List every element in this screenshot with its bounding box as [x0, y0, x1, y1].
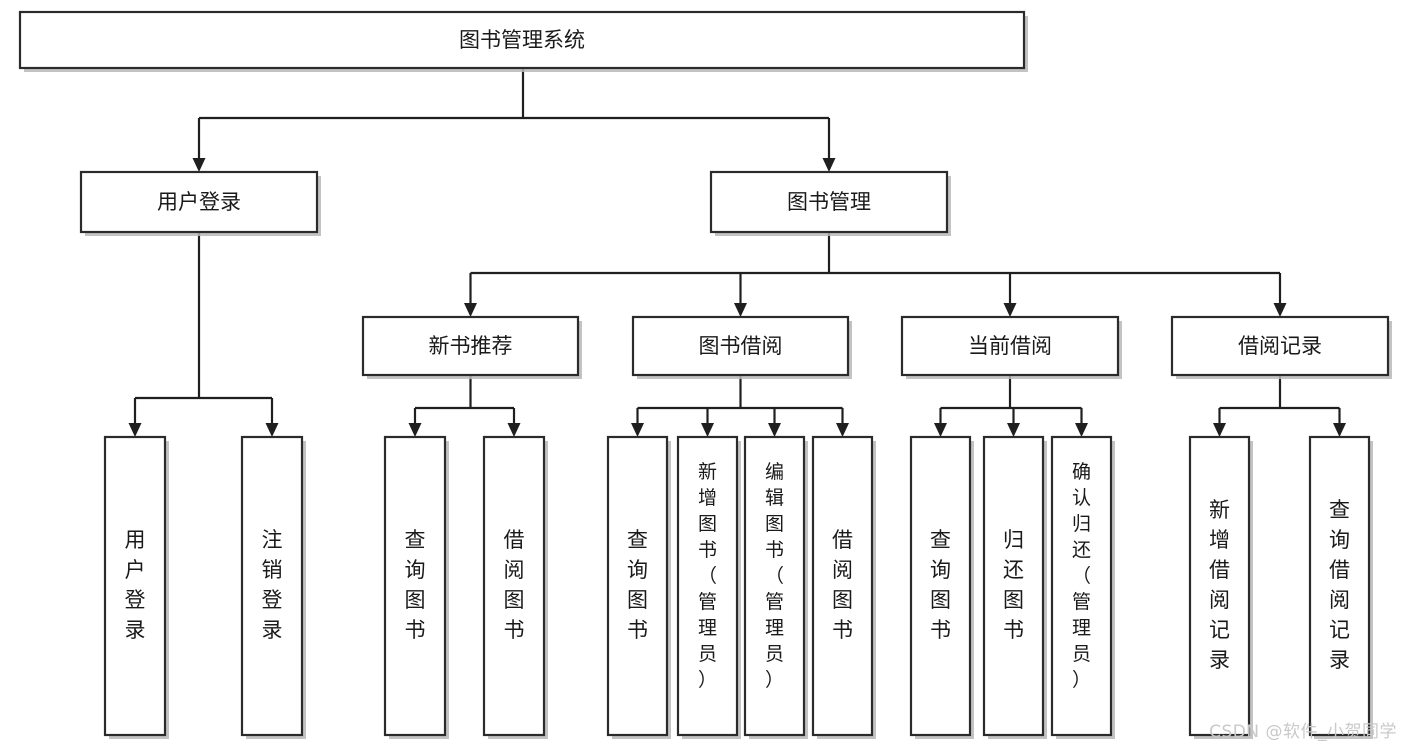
node-rect[interactable] — [1050, 435, 1113, 737]
arrow-head-icon — [1007, 423, 1020, 437]
node-leaf-5[interactable]: 新增图书（管理员） — [676, 435, 741, 739]
arrow-head-icon — [507, 423, 521, 437]
node-rect[interactable] — [982, 435, 1045, 737]
arrow-head-icon — [836, 423, 849, 437]
node-rect[interactable] — [240, 435, 304, 737]
node-level3-0[interactable]: 新书推荐 — [361, 315, 582, 379]
node-leaf-1[interactable]: 注销登录 — [240, 435, 306, 739]
node-leaf-8[interactable]: 查询图书 — [909, 435, 974, 739]
node-label: 归还图书 — [1003, 528, 1024, 642]
arrow-head-icon — [1003, 303, 1017, 317]
node-label: 新书推荐 — [429, 334, 513, 358]
node-rect[interactable] — [383, 435, 447, 737]
node-rect[interactable] — [1308, 435, 1371, 737]
node-label: 当前借阅 — [968, 334, 1052, 358]
node-label: 新增借阅记录 — [1209, 498, 1230, 672]
node-label: 借阅图书 — [504, 528, 525, 642]
node-rect[interactable] — [606, 435, 669, 737]
node-level3-1[interactable]: 图书借阅 — [631, 315, 852, 379]
node-leaf-0[interactable]: 用户登录 — [103, 435, 169, 739]
node-label: 确认归还（管理员） — [1072, 461, 1091, 691]
node-rect[interactable] — [709, 170, 949, 234]
node-label: 用户登录 — [125, 528, 146, 642]
node-rect[interactable] — [743, 435, 806, 737]
node-rect[interactable] — [1170, 315, 1390, 377]
node-rect[interactable] — [676, 435, 739, 737]
arrow-head-icon — [1075, 423, 1088, 437]
node-label: 用户登录 — [157, 190, 241, 214]
node-rect[interactable] — [900, 315, 1120, 377]
node-rect[interactable] — [909, 435, 972, 737]
node-label: 注销登录 — [262, 528, 283, 642]
arrow-head-icon — [701, 423, 714, 437]
node-label: 查询借阅记录 — [1329, 498, 1350, 672]
node-leaf-11[interactable]: 新增借阅记录 — [1188, 435, 1253, 739]
node-label: 借阅记录 — [1238, 334, 1322, 358]
arrow-head-icon — [408, 423, 422, 437]
node-label: 查询图书 — [930, 528, 951, 642]
csdn-watermark: CSDN @软件_小贺同学 — [1209, 722, 1397, 742]
node-label: 编辑图书（管理员） — [765, 461, 784, 691]
node-rect[interactable] — [103, 435, 167, 737]
arrow-head-icon — [464, 303, 477, 317]
arrow-head-icon — [265, 423, 279, 437]
arrow-head-icon — [934, 423, 947, 437]
node-level2-1[interactable]: 图书管理 — [709, 170, 951, 236]
node-rect[interactable] — [482, 435, 546, 737]
node-leaf-12[interactable]: 查询借阅记录 — [1308, 435, 1373, 739]
node-rect[interactable] — [18, 10, 1026, 70]
arrow-head-icon — [1273, 303, 1287, 317]
arrow-head-icon — [192, 158, 206, 172]
node-leaf-3[interactable]: 借阅图书 — [482, 435, 548, 739]
node-rect[interactable] — [79, 170, 319, 234]
arrow-head-icon — [631, 423, 644, 437]
node-layer: 图书管理系统用户登录图书管理新书推荐图书借阅当前借阅借阅记录用户登录注销登录查询… — [18, 10, 1392, 739]
node-rect[interactable] — [1188, 435, 1251, 737]
node-root-0[interactable]: 图书管理系统 — [18, 10, 1028, 72]
arrow-head-icon — [734, 303, 747, 317]
node-leaf-4[interactable]: 查询图书 — [606, 435, 671, 739]
node-label: 图书借阅 — [699, 334, 783, 358]
node-label: 查询图书 — [405, 528, 426, 642]
arrow-head-icon — [1213, 423, 1226, 437]
connector-layer — [128, 68, 1346, 437]
node-level3-3[interactable]: 借阅记录 — [1170, 315, 1392, 379]
arrow-head-icon — [128, 423, 142, 437]
node-label: 新增图书（管理员） — [698, 461, 717, 691]
node-level3-2[interactable]: 当前借阅 — [900, 315, 1122, 379]
node-leaf-7[interactable]: 借阅图书 — [811, 435, 876, 739]
node-level2-0[interactable]: 用户登录 — [79, 170, 321, 236]
node-label: 图书管理 — [787, 190, 871, 214]
node-leaf-9[interactable]: 归还图书 — [982, 435, 1047, 739]
arrow-head-icon — [1333, 423, 1346, 437]
node-leaf-2[interactable]: 查询图书 — [383, 435, 449, 739]
node-leaf-10[interactable]: 确认归还（管理员） — [1050, 435, 1115, 739]
arrow-head-icon — [768, 423, 781, 437]
node-label: 图书管理系统 — [459, 28, 585, 52]
arrow-head-icon — [822, 158, 836, 172]
node-rect[interactable] — [631, 315, 850, 377]
node-rect[interactable] — [811, 435, 874, 737]
node-label: 借阅图书 — [832, 528, 853, 642]
node-rect[interactable] — [361, 315, 580, 377]
node-leaf-6[interactable]: 编辑图书（管理员） — [743, 435, 808, 739]
node-label: 查询图书 — [627, 528, 648, 642]
